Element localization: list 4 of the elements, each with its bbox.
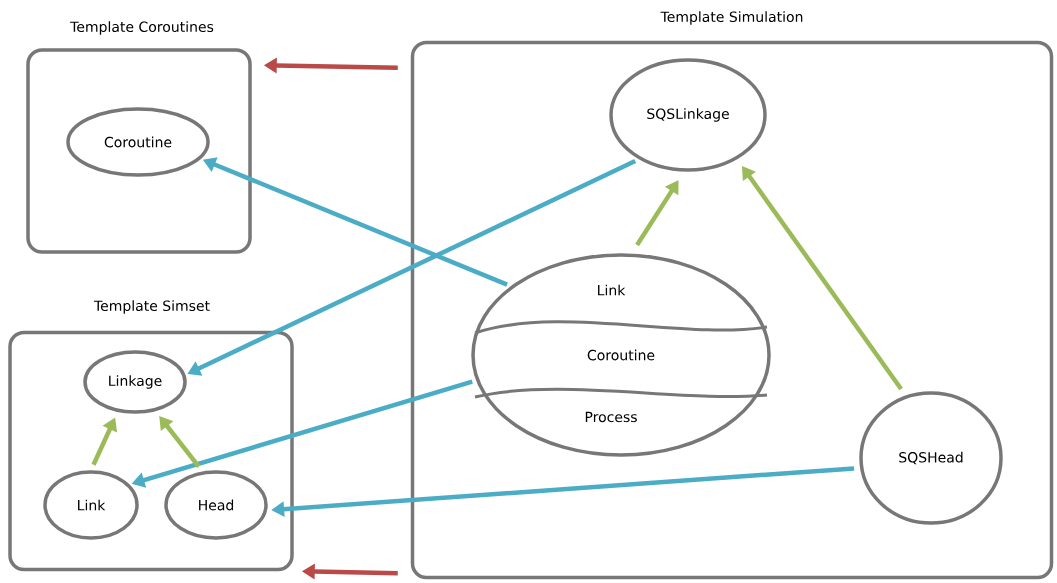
node-label: Template Simulation — [660, 11, 803, 25]
arrow — [159, 416, 201, 469]
node-label: Template Simset — [93, 300, 210, 314]
node-label: Template Coroutines — [70, 21, 214, 35]
